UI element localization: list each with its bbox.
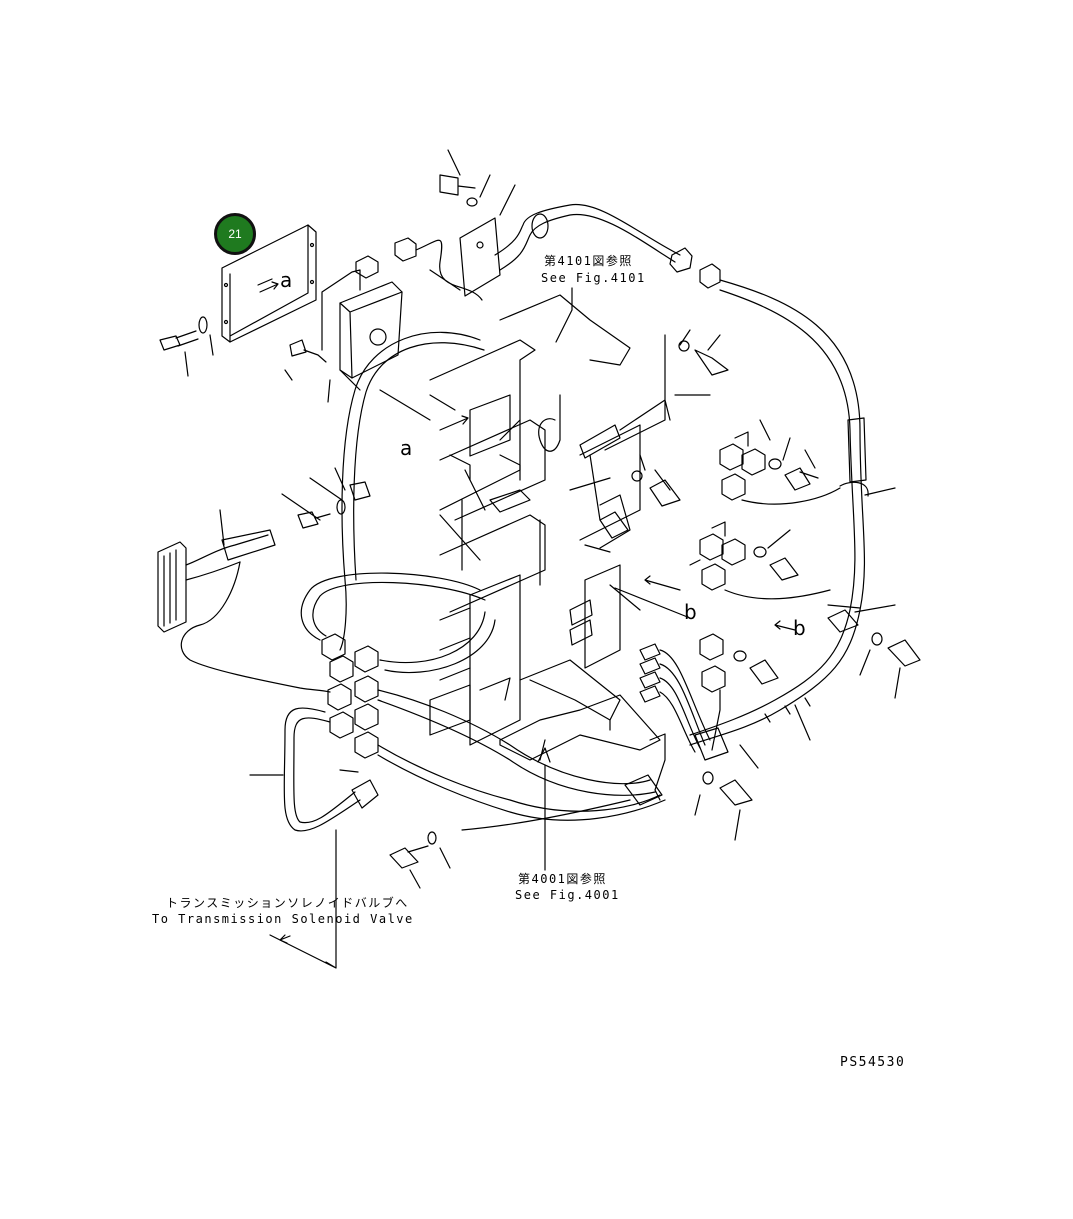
fig-4001-reference-en: See Fig.4001 [515,888,620,902]
center-frame [429,294,661,761]
fig-4101-reference-en: See Fig.4101 [541,271,646,285]
right-harness-loop [689,263,896,769]
fig-4101-reference-jp: 第4101図参照 [544,254,633,268]
view-marker-a-left: a [400,436,413,460]
controller-bracket [221,224,317,343]
sensor-box [284,255,403,403]
drawing-number: PS54530 [840,1055,906,1070]
right-connectors [689,419,841,751]
destination-label-en: To Transmission Solenoid Valve [152,912,414,926]
view-marker-b-center: b [684,600,697,624]
connector-cluster-left [321,633,666,831]
solenoid-harness [249,707,379,969]
terminal-cluster [639,643,729,761]
bottom-bolts [389,831,451,889]
clamp-bolts [569,329,921,841]
left-harness-loop [281,331,496,674]
view-marker-b-right: b [793,616,806,640]
leader-arrows [259,281,796,944]
callout-badge: 21 [214,213,256,255]
view-marker-a-top: a [280,268,293,292]
destination-label-jp: トランスミッションソレノイドバルブへ [166,896,409,910]
upper-harness [394,149,693,301]
bolt-washer-left [159,316,214,377]
ecu-connector [157,509,331,693]
fig-4001-reference-jp: 第4001図参照 [518,872,607,886]
